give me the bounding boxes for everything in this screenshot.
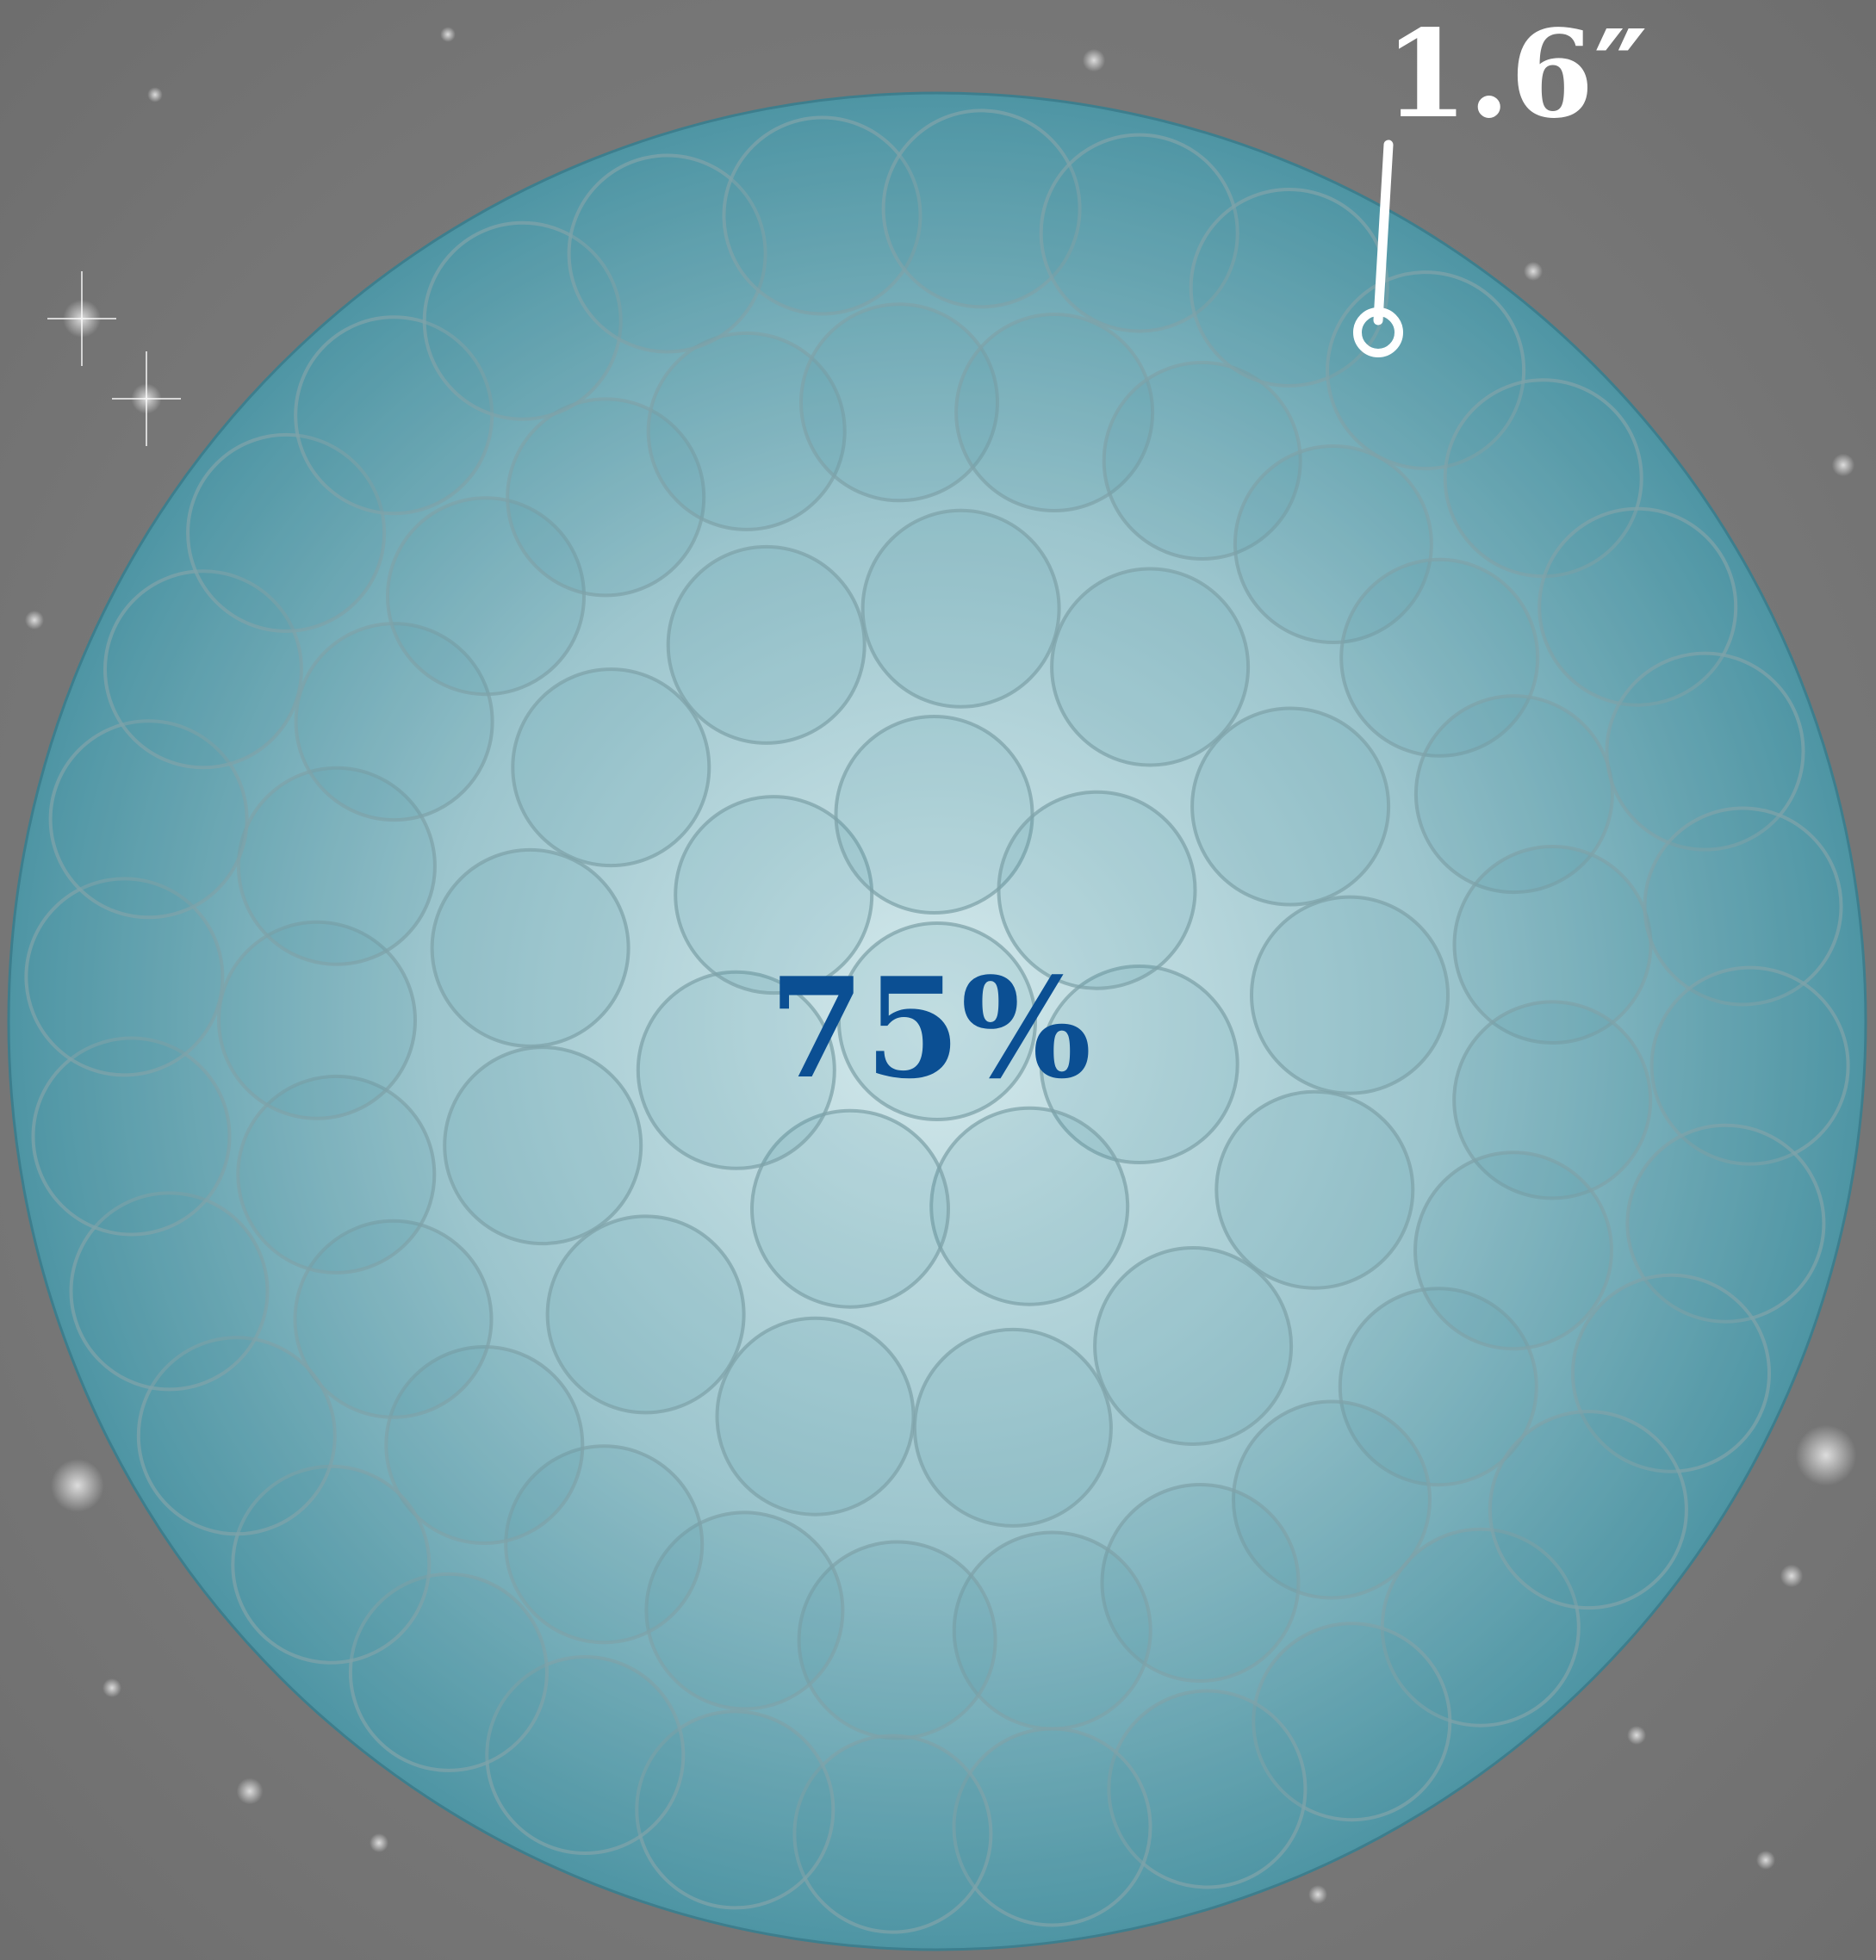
fiber-circle — [837, 921, 1037, 1121]
fiber-circle — [797, 1540, 997, 1740]
fiber-circle — [384, 1345, 585, 1545]
fiber-circle — [646, 331, 847, 531]
fiber-circle — [1250, 895, 1450, 1095]
fiber-circle — [485, 1655, 686, 1855]
fiber-circle — [1643, 806, 1843, 1007]
fiber-circle — [750, 1108, 950, 1309]
fiber-circle — [912, 1327, 1113, 1528]
star — [236, 1777, 264, 1805]
fiber-circle — [31, 1036, 232, 1237]
size-pointer-line — [1373, 140, 1394, 326]
fiber-circle — [1413, 1151, 1613, 1351]
fiber-circle — [1649, 965, 1850, 1166]
fiber-circle — [715, 1316, 916, 1517]
fiber-circle — [545, 1214, 746, 1415]
fiber-circle — [1093, 1246, 1294, 1446]
fill-fraction-label: 75% — [769, 947, 1092, 1109]
fiber-circle — [881, 109, 1082, 309]
size-pointer-dot — [1353, 307, 1403, 357]
star — [51, 1459, 104, 1512]
fiber-size-label: 1.6″ — [1384, 4, 1648, 146]
fiber-bundle — [7, 91, 1867, 1951]
fiber-circle — [792, 1734, 993, 1934]
star-spike — [47, 271, 116, 366]
fiber-circle — [217, 920, 417, 1120]
fiber-circle — [103, 569, 303, 770]
fiber-circle — [1338, 1287, 1538, 1487]
star — [1756, 1851, 1775, 1870]
star — [370, 1833, 388, 1852]
fiber-circle — [1232, 1399, 1432, 1600]
fiber-circle — [1452, 1000, 1653, 1200]
fiber-circle — [348, 1572, 549, 1772]
fiber-circle — [386, 496, 586, 697]
fiber-circle — [674, 795, 874, 996]
fiber-circle — [293, 1219, 494, 1419]
fiber-circle — [1039, 133, 1239, 333]
star — [25, 611, 44, 630]
fiber-circle — [1488, 1410, 1688, 1610]
star-spike — [112, 351, 181, 446]
fiber-circle — [48, 719, 249, 920]
fiber-circle — [1625, 1123, 1826, 1324]
fiber-circle — [1413, 694, 1614, 895]
fiber-circle — [860, 508, 1061, 709]
fiber-array — [24, 109, 1850, 1934]
fiber-circle — [430, 847, 631, 1048]
fiber-circle — [24, 877, 225, 1077]
fiber-circle — [644, 1510, 845, 1711]
fiber-circle — [722, 115, 922, 316]
fiber-circle — [666, 544, 867, 745]
star — [1082, 48, 1106, 72]
fiber-circle — [443, 1045, 643, 1246]
star — [1627, 1726, 1646, 1745]
fiber-circle — [69, 1191, 270, 1392]
fiber-circle — [511, 667, 711, 868]
star — [1308, 1885, 1327, 1904]
fiber-circle — [506, 397, 706, 598]
fiber-circle — [186, 432, 387, 633]
fiber-circle — [1102, 361, 1302, 561]
star — [1795, 1424, 1857, 1486]
fiber-circle — [1190, 706, 1391, 907]
fiber-circle — [567, 153, 767, 354]
star — [1831, 453, 1855, 477]
fiber-circle — [1571, 1273, 1771, 1473]
fiber-circle — [504, 1444, 705, 1645]
fiber-circle — [1039, 964, 1239, 1164]
star — [1524, 262, 1543, 281]
fiber-circle — [1189, 188, 1389, 388]
fiber-circle — [236, 1074, 437, 1275]
fiber-circle — [997, 790, 1197, 990]
fiber-circle — [635, 1709, 836, 1910]
fiber-circle — [636, 970, 836, 1170]
fiber-circle — [952, 1727, 1152, 1927]
fiber-circle — [799, 302, 999, 503]
fiber-circle — [929, 1106, 1130, 1306]
fiber-circle — [1107, 1689, 1308, 1889]
fiber-circle — [1214, 1089, 1415, 1290]
fiber-circle — [236, 766, 437, 966]
fiber-circle — [294, 622, 494, 822]
star — [147, 87, 163, 102]
fiber-circle — [1233, 444, 1433, 644]
star — [102, 1678, 121, 1697]
fiber-circle — [1339, 557, 1540, 758]
fiber-circle — [1605, 651, 1805, 852]
star — [440, 27, 456, 42]
fiber-circle — [1050, 567, 1251, 767]
star — [1780, 1564, 1804, 1588]
